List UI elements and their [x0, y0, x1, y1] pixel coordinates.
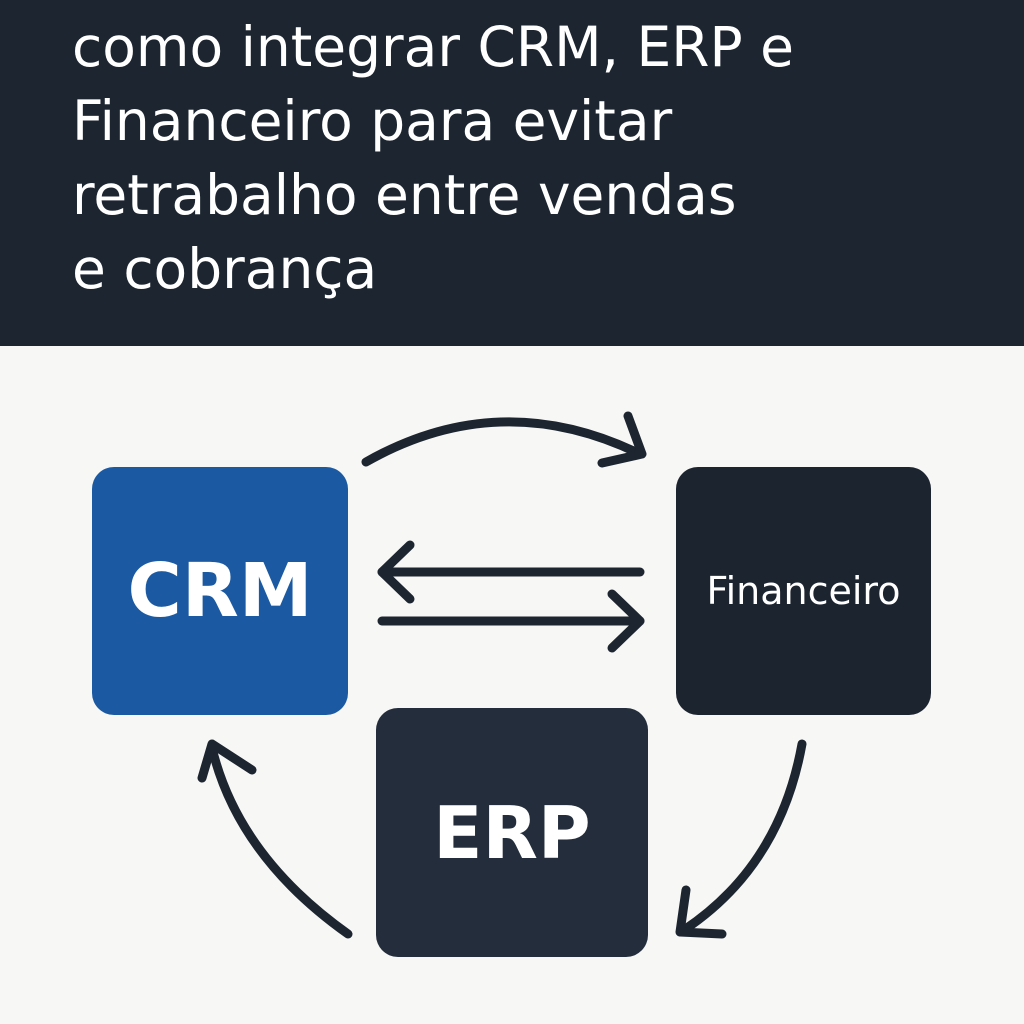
page-title: como integrar CRM, ERP e Financeiro para… [72, 10, 972, 306]
title-line-3: retrabalho entre vendas [72, 163, 737, 227]
title-line-4: e cobrança [72, 237, 378, 301]
arrow-financeiro-to-erp-curved-head [675, 885, 727, 939]
financeiro-label: Financeiro [706, 569, 901, 613]
crm-box: CRM [92, 467, 348, 715]
arrow-erp-to-crm-curved [207, 743, 353, 939]
financeiro-box: Financeiro [676, 467, 931, 715]
erp-box: ERP [376, 708, 648, 957]
title-line-2: Financeiro para evitar [72, 89, 673, 153]
arrow-financeiro-to-erp-curved [679, 739, 807, 935]
arrow-crm-to-financeiro-head [607, 589, 645, 653]
integration-diagram: CRM Financeiro ERP [0, 346, 1024, 1024]
title-line-1: como integrar CRM, ERP e [72, 15, 794, 79]
erp-label: ERP [433, 790, 591, 875]
crm-label: CRM [127, 548, 313, 634]
arrow-crm-to-financeiro-curved-head [597, 411, 647, 468]
arrow-crm-to-financeiro-curved [361, 417, 645, 467]
header-banner: como integrar CRM, ERP e Financeiro para… [0, 0, 1024, 346]
arrows-layer [197, 411, 807, 939]
arrow-erp-to-crm-curved-head [197, 739, 257, 783]
arrow-financeiro-to-crm-head [377, 540, 415, 604]
